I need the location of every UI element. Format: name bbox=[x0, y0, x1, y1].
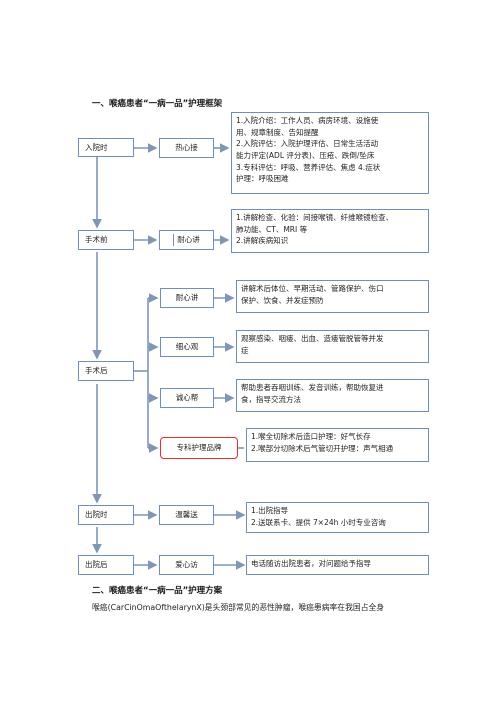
service-observe: 细心观 bbox=[160, 337, 214, 357]
content-line: 能力评定(ADL 评分表)、压疮、跌倒/坠床 bbox=[236, 150, 375, 160]
service-caring-visit: 爱心访 bbox=[159, 555, 214, 575]
service-warm-reception-label: 热心接 bbox=[175, 143, 198, 153]
content-line: 3.专科评估：呼吸、营养评估、焦虑 4.症状 bbox=[236, 162, 381, 172]
stage-postop-label: 手术后 bbox=[85, 366, 108, 376]
stage-after-discharge-label: 出院后 bbox=[85, 560, 108, 570]
content-preop: 1.讲解检查、化验：间接喉镜、纤维喉镜检查、 肺功能、CT、MRI 等 2.讲解… bbox=[231, 209, 429, 253]
service-help: 诚心帮 bbox=[160, 388, 214, 408]
stage-discharge: 出院时 bbox=[78, 505, 134, 525]
content-line: 肺功能、CT、MRI 等 bbox=[236, 224, 308, 234]
content-line: 1.入院介绍：工作人员、病房环境、设施使 bbox=[236, 116, 379, 125]
content-line: 1.讲解检查、化验：间接喉镜、纤维喉镜检查、 bbox=[236, 213, 394, 222]
stage-after-discharge: 出院后 bbox=[78, 555, 134, 575]
section1-title: 一、喉癌患者“一病一品”护理框架 bbox=[92, 99, 223, 109]
content-admission: 1.入院介绍：工作人员、病房环境、设施使 用、规章制度、告知提醒 2.入院评估：… bbox=[231, 112, 429, 194]
content-line: 观察感染、咽瘘、出血、造瘘管脱管等并发 bbox=[241, 334, 384, 343]
stage-discharge-label: 出院时 bbox=[85, 510, 108, 520]
service-explain-preop: 耐心讲 bbox=[159, 230, 214, 250]
stage-postop: 手术后 bbox=[78, 361, 134, 381]
section2-title: 二、喉癌患者“一病一品”护理方案 bbox=[92, 586, 223, 596]
service-warm-reception: 热心接 bbox=[159, 138, 214, 158]
service-explain-postop-label: 耐心讲 bbox=[175, 293, 199, 303]
stage-preop-label: 手术前 bbox=[85, 235, 108, 245]
service-explain-postop: 耐心讲 bbox=[160, 288, 214, 308]
content-postop-observe: 观察感染、咽瘘、出血、造瘘管脱管等并发 症 bbox=[236, 330, 429, 363]
service-caring-visit-label: 爱心访 bbox=[175, 560, 198, 570]
content-line: 护理：呼吸困难 bbox=[236, 174, 289, 184]
content-line: 2.讲解疾病知识 bbox=[236, 236, 289, 246]
content-postop-help: 帮助患者吞咽训练、发音训练，帮助恢复进 食，指导交流方法 bbox=[236, 379, 429, 412]
content-line: 症 bbox=[241, 345, 249, 355]
content-line: 2.送联系卡、提供 7×24h 小时专业咨询 bbox=[251, 517, 386, 527]
service-specialty-brand: 专科护理品牌 bbox=[160, 437, 238, 459]
content-line: 保护、饮食、并发症预防 bbox=[241, 295, 324, 305]
content-line: 帮助患者吞咽训练、发音训练，帮助恢复进 bbox=[241, 383, 384, 392]
content-line: 食，指导交流方法 bbox=[241, 394, 301, 404]
stage-preop: 手术前 bbox=[78, 230, 134, 250]
content-line: 1.喉全切除术后造口护理：好气长存 bbox=[251, 432, 371, 441]
content-postop-brand: 1.喉全切除术后造口护理：好气长存 2.喉部分切除术后气管切开护理：声气相通 bbox=[246, 428, 429, 462]
stage-admission-label: 入院时 bbox=[85, 142, 108, 152]
content-line: 2.喉部分切除术后气管切开护理：声气相通 bbox=[251, 443, 394, 453]
content-postop-explain: 讲解术后体位、早期活动、管路保护、伤口 保护、饮食、并发症预防 bbox=[236, 280, 429, 313]
content-line: 电话随访出院患者，对问题给予指导 bbox=[251, 559, 371, 568]
content-discharge: 1.出院指导 2.送联系卡、提供 7×24h 小时专业咨询 bbox=[246, 502, 429, 533]
service-observe-label: 细心观 bbox=[175, 342, 199, 352]
content-line: 讲解术后体位、早期活动、管路保护、伤口 bbox=[241, 284, 384, 293]
stage-admission: 入院时 bbox=[78, 138, 134, 157]
service-specialty-brand-label: 专科护理品牌 bbox=[176, 443, 222, 453]
service-explain-preop-label: 耐心讲 bbox=[173, 234, 200, 246]
content-line: 1.出院指导 bbox=[251, 506, 289, 515]
intro-paragraph: 喉癌(CarCinOmaOfthelarynX)是头颈部常见的恶性肿瘤，喉癌患病… bbox=[92, 603, 385, 612]
service-warm-send-label: 温馨送 bbox=[175, 510, 198, 520]
service-help-label: 诚心帮 bbox=[175, 393, 199, 403]
content-line: 用、规章制度、告知提醒 bbox=[236, 127, 319, 137]
content-line: 2.入院评估：入院护理评估、日常生活活动 bbox=[236, 139, 379, 149]
content-after-discharge: 电话随访出院患者，对问题给予指导 bbox=[246, 555, 429, 575]
service-warm-send: 温馨送 bbox=[159, 505, 214, 525]
